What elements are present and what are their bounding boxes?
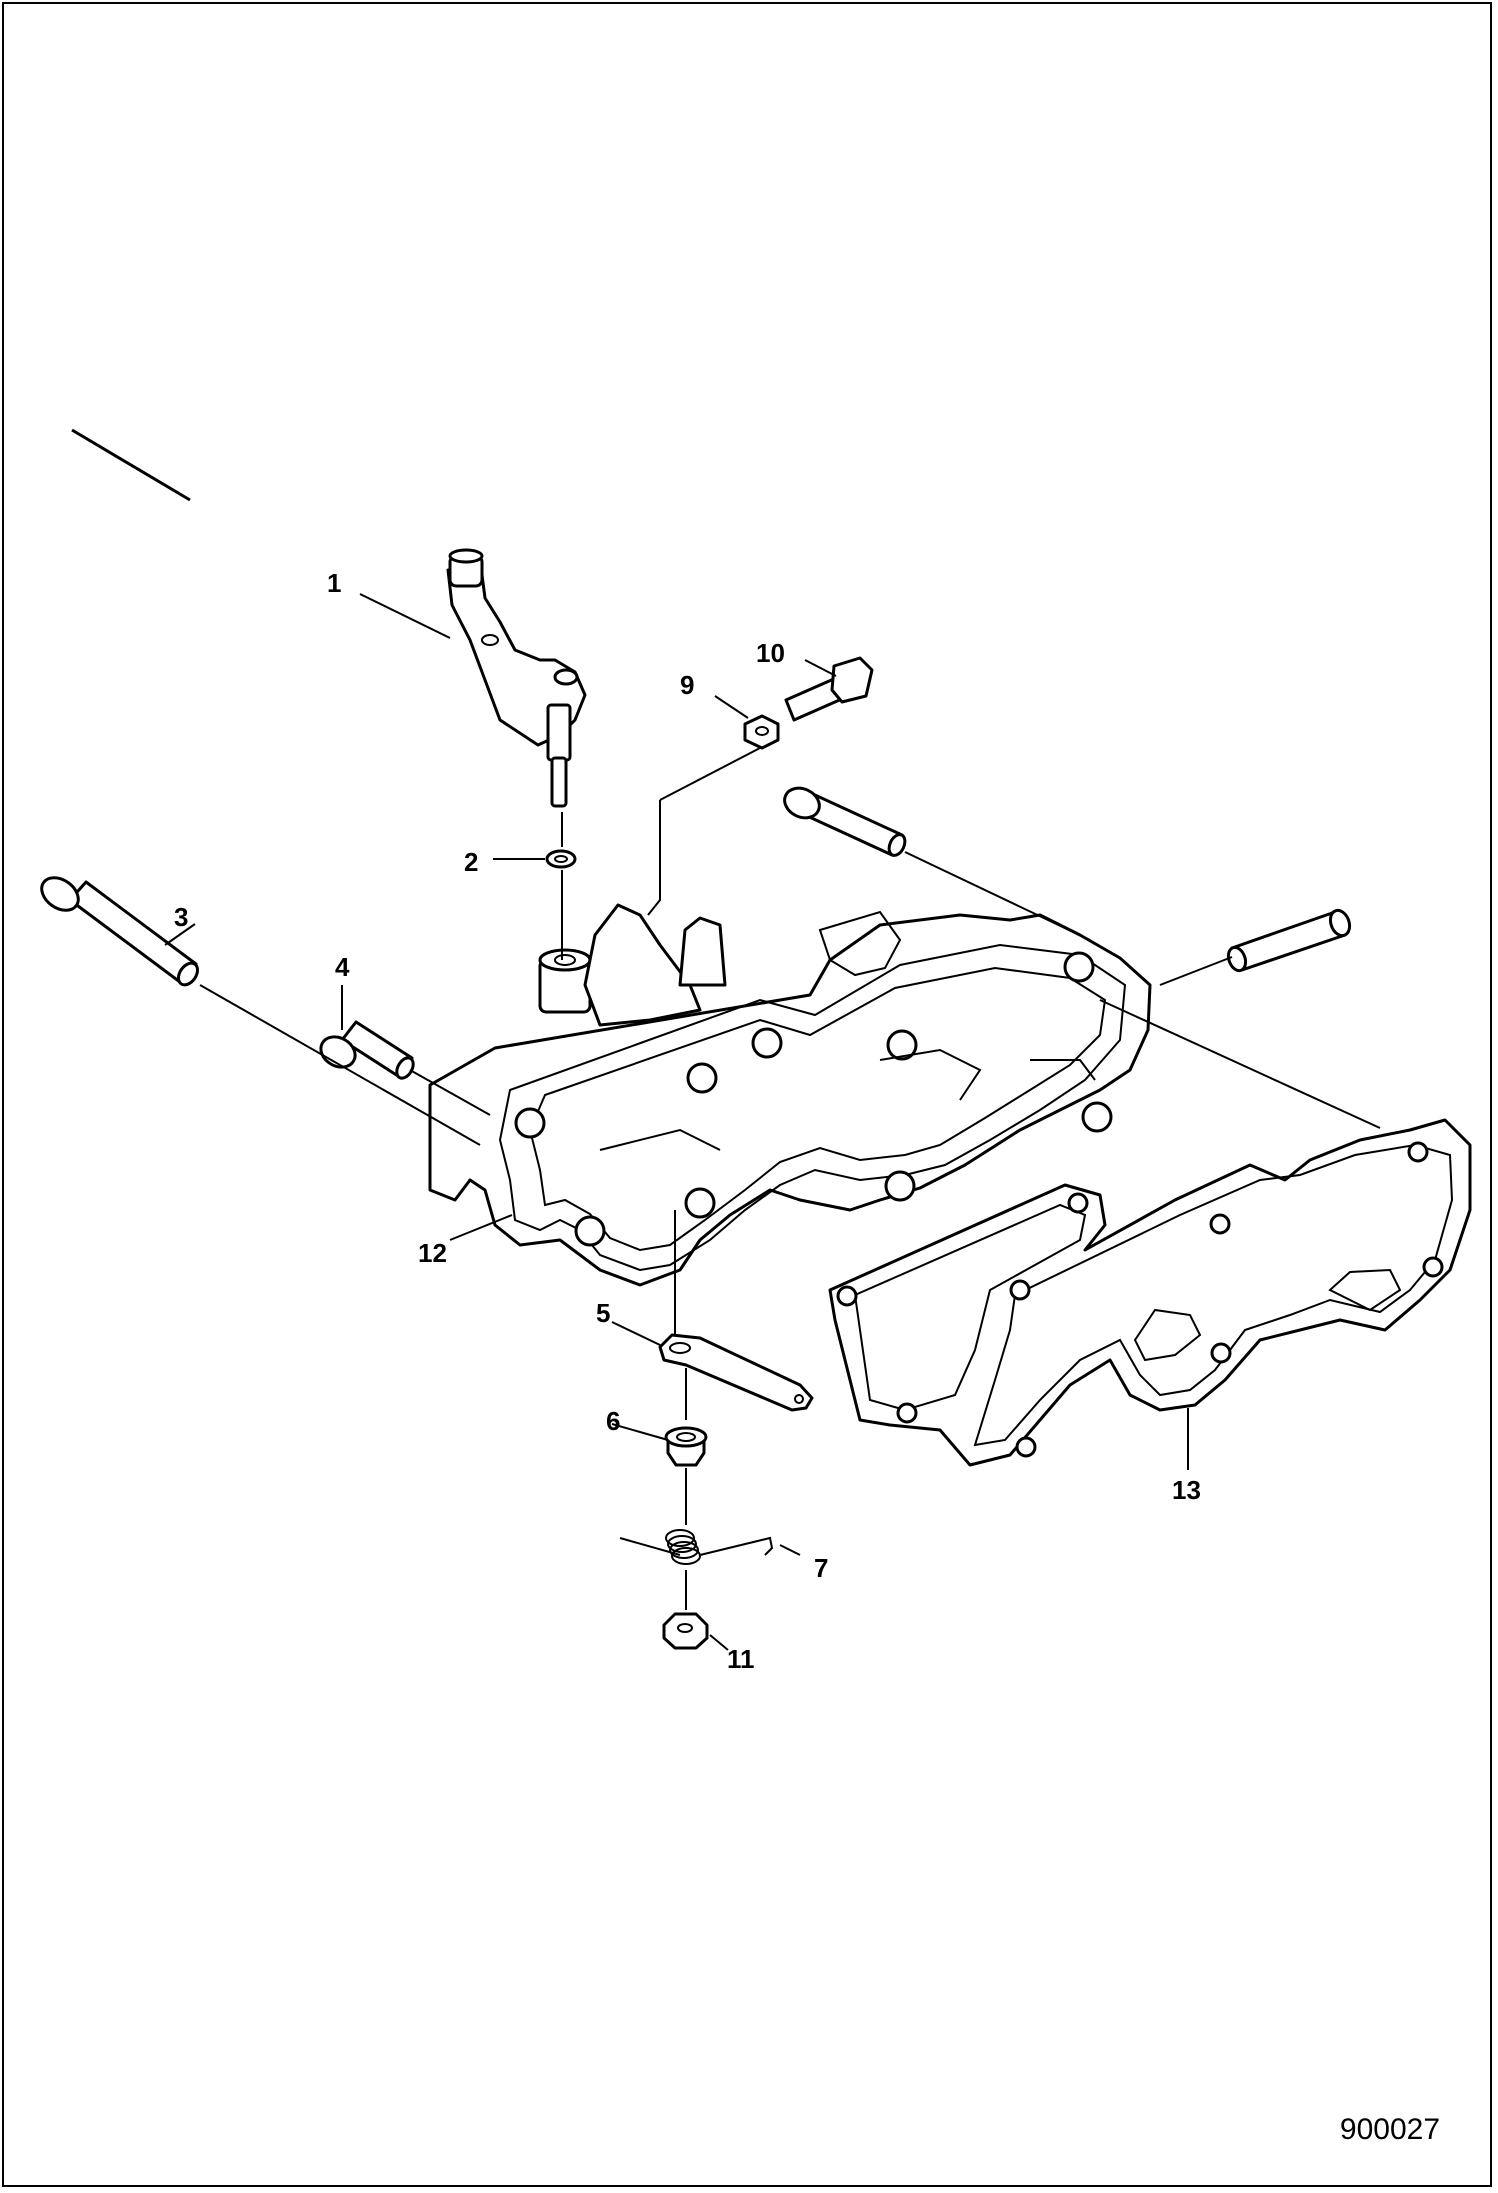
- callout-5: 5: [596, 1298, 611, 1328]
- callout-13: 13: [1172, 1475, 1201, 1505]
- part-2-washer: [545, 849, 577, 869]
- part-3-long-bolt: [40, 428, 200, 987]
- callout-12: 12: [418, 1238, 447, 1268]
- part-10-bolt: [784, 656, 874, 722]
- callout-1: 1: [327, 568, 342, 598]
- pin-right: [1226, 908, 1352, 973]
- part-7-spring: [619, 1529, 774, 1565]
- callout-10: 10: [756, 638, 785, 668]
- callout-7: 7: [814, 1553, 829, 1583]
- part-4-short-bolt: [319, 1020, 415, 1080]
- callout-9: 9: [680, 670, 695, 700]
- part-6-bushing: [664, 1426, 708, 1467]
- callout-6: 6: [606, 1406, 621, 1436]
- part-1-bracket: [446, 548, 587, 808]
- part-9-nut: [743, 714, 780, 750]
- figure-number: 900027: [1339, 2113, 1440, 2146]
- part-11-flange-nut: [662, 1612, 709, 1650]
- leader-lines: [164, 593, 1381, 1651]
- part-13-gasket: [828, 1118, 1472, 1467]
- callout-2: 2: [464, 847, 479, 877]
- part-12-housing: [428, 903, 1152, 1287]
- callout-11: 11: [727, 1644, 755, 1674]
- callout-3: 3: [174, 902, 189, 932]
- callout-4: 4: [335, 952, 350, 982]
- bolt-upper-right: [783, 786, 907, 857]
- part-5-lever: [658, 1333, 814, 1412]
